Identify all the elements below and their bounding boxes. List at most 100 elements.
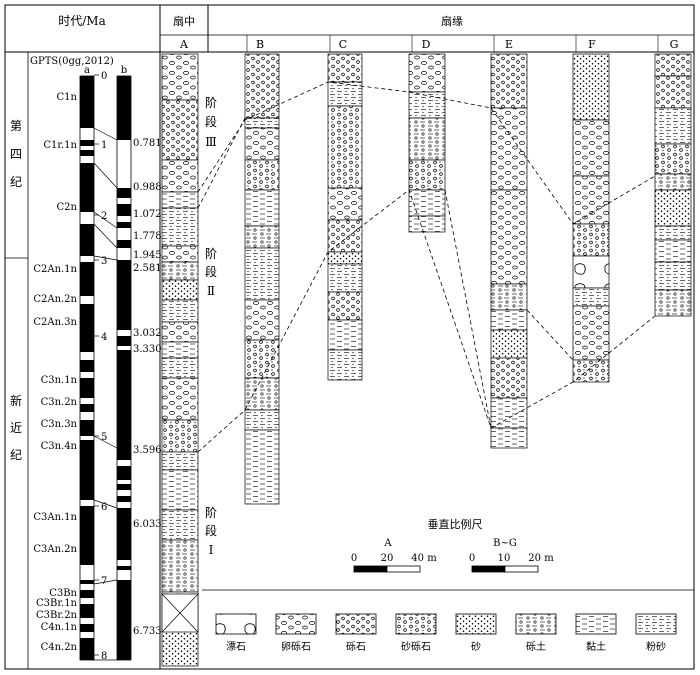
era-title: 时代/Ma [58, 14, 106, 28]
chron-9: C3n.4n [41, 441, 78, 452]
polarity-a-normal-9 [80, 378, 94, 398]
polarity-a-normal-11 [80, 420, 94, 436]
column-F-layer-4 [572, 223, 610, 257]
chron-13: C3Br.1n [36, 598, 78, 609]
column-E-layer-6 [490, 329, 528, 359]
column-E-layer-9 [490, 427, 528, 449]
column-G-layer-3 [654, 107, 692, 145]
column-B-layer-8 [244, 299, 280, 341]
polarity-b-normal-9 [117, 466, 131, 480]
column-B-layer-12 [244, 429, 280, 505]
chron-3: C2An.1n [33, 264, 77, 275]
period-labels: 第 四 纪 新 近 纪 [10, 119, 22, 462]
stage-labels: 阶 段 Ⅲ 阶 段 Ⅱ 阶 段 Ⅰ [205, 96, 217, 557]
chron-1: C1r.1n [43, 140, 77, 151]
column-A-layer-1 [161, 53, 199, 101]
polarity-column-b [116, 75, 132, 661]
boundary-age-7: 3.330 [133, 344, 162, 355]
legend-item-pebble: 卵砾石 [275, 613, 317, 653]
polarity-b-normal-6 [117, 260, 131, 330]
column-C-layer-7 [327, 263, 363, 293]
column-A-layer-9 [161, 299, 199, 323]
polarity-b-normal-4 [117, 222, 131, 228]
column-E [490, 53, 528, 449]
polarity-a-normal-17 [80, 624, 94, 632]
age-tick-2: 2 [101, 211, 107, 222]
polarity-b-normal-8 [117, 350, 131, 460]
period-quaternary-char-1: 第 [10, 119, 22, 133]
column-B-layer-4 [244, 159, 280, 191]
column-E-layer-8 [490, 397, 528, 429]
column-E-layer-4 [490, 283, 528, 311]
scale-a-tick-0: 0 [351, 553, 357, 564]
chron-12: C3Bn [49, 588, 77, 599]
polarity-a-normal-14 [80, 580, 94, 584]
column-G-layer-10 [654, 289, 692, 317]
column-A-layer-11 [161, 341, 199, 359]
column-A-layer-20 [161, 629, 199, 667]
column-B-layer-10 [244, 377, 280, 411]
scale-bg-bar-white [504, 565, 539, 573]
legend-label-boulder: 漂石 [226, 641, 246, 653]
stage-2-char-2: 段 [205, 264, 217, 279]
legend-item-boulder: 漂石 [215, 613, 257, 653]
column-E-layer-3 [490, 189, 528, 285]
legend-label-gravel: 砾石 [346, 640, 366, 653]
column-G-layer-7 [654, 225, 692, 241]
legend-label-silt: 粉砂 [646, 640, 666, 653]
stage-3-char-1: 阶 [205, 96, 217, 110]
gpts-col-a-label: a [84, 65, 90, 76]
stage-1-char-3: Ⅰ [209, 543, 214, 557]
column-G-layer-2 [654, 75, 692, 109]
legend-label-pebble: 卵砾石 [281, 640, 311, 653]
column-G-layer-9 [654, 261, 692, 291]
polarity-b-normal-14 [117, 580, 131, 660]
stage-3-char-2: 段 [205, 114, 217, 129]
polarity-b-normal-12 [117, 508, 131, 560]
column-G-layer-1 [654, 53, 692, 77]
legend-swatch-sandygravel [395, 613, 437, 635]
column-D [408, 53, 446, 233]
legend-item-sandygravel: 砂砾石 [395, 613, 437, 653]
chron-11: C3An.2n [33, 544, 77, 555]
column-header-E: E [505, 38, 513, 51]
gpts-col-b-label: b [121, 65, 127, 76]
column-A-layer-13 [161, 377, 199, 421]
legend-swatch-sand [455, 613, 497, 635]
column-A-layer-17 [161, 509, 199, 541]
column-F-layer-7 [572, 305, 610, 361]
column-A-layer-7 [161, 261, 199, 281]
polarity-a-normal-15 [80, 590, 94, 598]
boundary-age-4: 1.945 [133, 250, 162, 261]
column-F-layer-2 [572, 119, 610, 177]
polarity-a-normal-12 [80, 440, 94, 500]
column-E-layer-2 [490, 107, 528, 191]
column-A-layer-2 [161, 99, 199, 161]
column-D-layer-1 [408, 53, 446, 93]
column-C-layer-6 [327, 251, 363, 265]
stage-2-char-1: 阶 [205, 247, 217, 261]
fan-edge-title: 扇缘 [441, 14, 463, 28]
legend-swatch-gravel [335, 613, 377, 635]
polarity-correlation-lines [93, 127, 118, 661]
chron-10: C3An.1n [33, 512, 77, 523]
column-B-layer-1 [244, 53, 280, 119]
column-B-layer-11 [244, 409, 280, 431]
column-F-layer-3 [572, 175, 610, 225]
column-A-layer-6 [161, 245, 199, 263]
chron-15: C4n.1n [41, 622, 78, 633]
chron-5: C2An.3n [33, 317, 77, 328]
legend-label-sand: 砂 [471, 640, 481, 653]
gpts-title: GPTS(0gg,2012) [30, 56, 114, 67]
scale-a-name: A [383, 538, 392, 549]
stage-2-char-3: Ⅱ [207, 284, 215, 298]
column-B-layer-5 [244, 189, 280, 227]
boundary-age-5: 2.581 [133, 263, 162, 274]
stage-1-char-2: 段 [205, 523, 217, 538]
column-header-B: B [256, 38, 264, 51]
table-frame [4, 4, 695, 670]
column-A-layer-3 [161, 159, 199, 193]
boundary-age-9: 6.033 [133, 519, 162, 530]
